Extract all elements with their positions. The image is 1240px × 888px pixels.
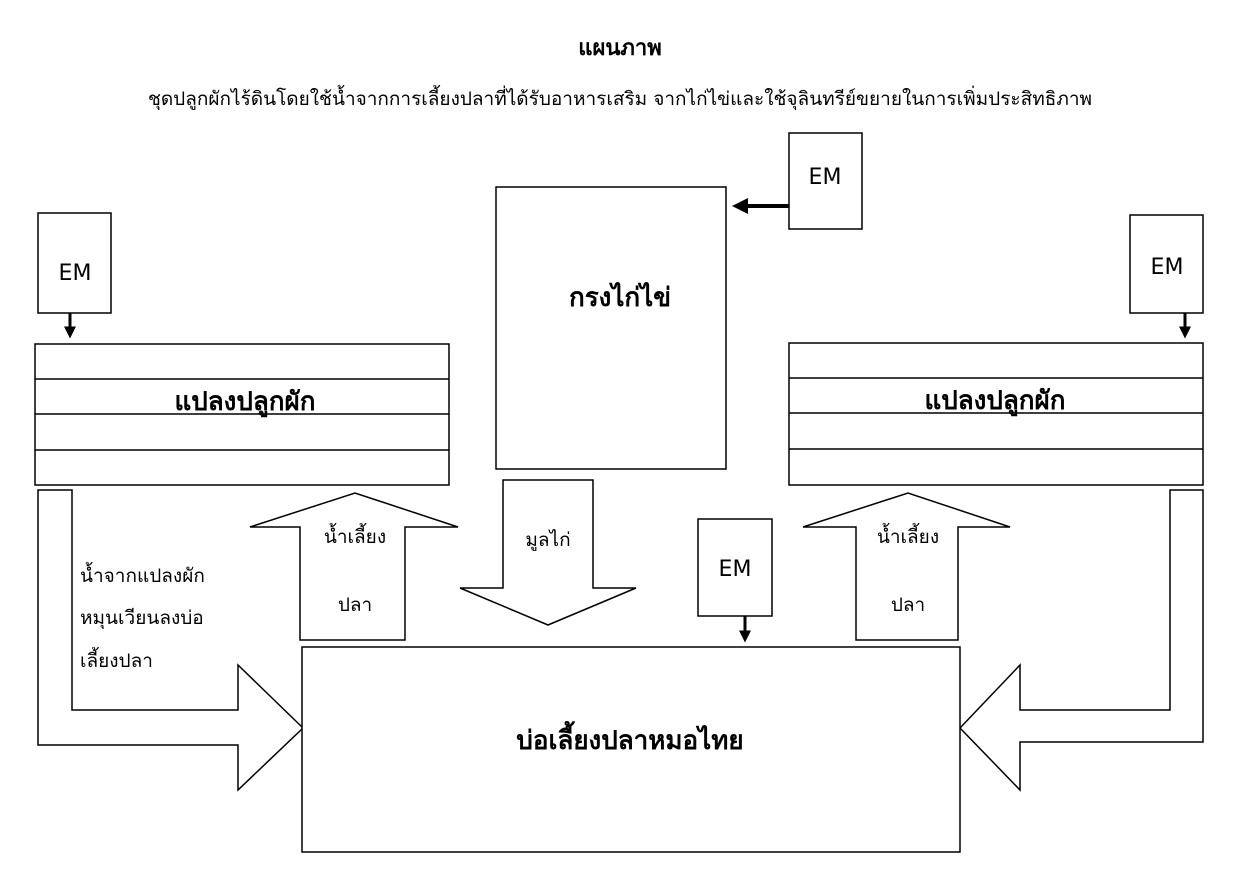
fish-pond-box: บ่อเลี้ยงปลาหมอไทย: [301, 646, 961, 853]
em-box-pond: EM: [697, 518, 773, 617]
arrow-fish-water-right: น้ำเลี้ยง ปลา: [802, 492, 1011, 641]
svg-text:มูลไก่: มูลไก่: [525, 529, 570, 551]
svg-text:EM: EM: [59, 261, 92, 286]
em-box-top: EM: [788, 132, 863, 230]
svg-text:ปลา: ปลา: [338, 594, 372, 616]
svg-text:น้ำเลี้ยง: น้ำเลี้ยง: [877, 523, 939, 548]
svg-text:แปลงปลูกผัก: แปลงปลูกผัก: [924, 386, 1065, 417]
svg-text:แปลงปลูกผัก: แปลงปลูกผัก: [174, 387, 315, 418]
svg-text:EM: EM: [719, 557, 752, 582]
em-box-left: EM: [37, 212, 112, 314]
arrow-return-water-left: น้ำจากแปลงผัก หมุนเวียนลงบ่อ เลี้ยงปลา: [37, 489, 305, 792]
vegetable-bed-right: แปลงปลูกผัก: [788, 342, 1204, 486]
svg-text:กรงไก่ไข่: กรงไก่ไข่: [569, 281, 671, 313]
svg-text:บ่อเลี้ยงปลาหมอไทย: บ่อเลี้ยงปลาหมอไทย: [516, 720, 743, 756]
em-box-right: EM: [1129, 214, 1204, 314]
vegetable-bed-left: แปลงปลูกผัก: [34, 343, 450, 486]
arrow-chicken-manure: มูลไก่: [459, 479, 637, 626]
diagram-title: แผนภาพ: [578, 36, 661, 61]
arrow-fish-water-left: น้ำเลี้ยง ปลา: [249, 492, 459, 641]
arrow-return-water-right: [958, 489, 1204, 792]
svg-text:EM: EM: [1151, 255, 1184, 280]
chicken-coop-box: กรงไก่ไข่: [495, 186, 727, 470]
svg-text:เลี้ยงปลา: เลี้ยงปลา: [80, 647, 153, 672]
svg-text:น้ำเลี้ยง: น้ำเลี้ยง: [324, 523, 386, 548]
diagram-subtitle: ชุดปลูกผักไร้ดินโดยใช้น้ำจากการเลี้ยงปลา…: [148, 85, 1092, 111]
svg-text:EM: EM: [809, 165, 842, 190]
svg-text:หมุนเวียนลงบ่อ: หมุนเวียนลงบ่อ: [80, 607, 204, 630]
svg-text:ปลา: ปลา: [891, 594, 925, 616]
svg-text:น้ำจากแปลงผัก: น้ำจากแปลงผัก: [80, 562, 205, 587]
